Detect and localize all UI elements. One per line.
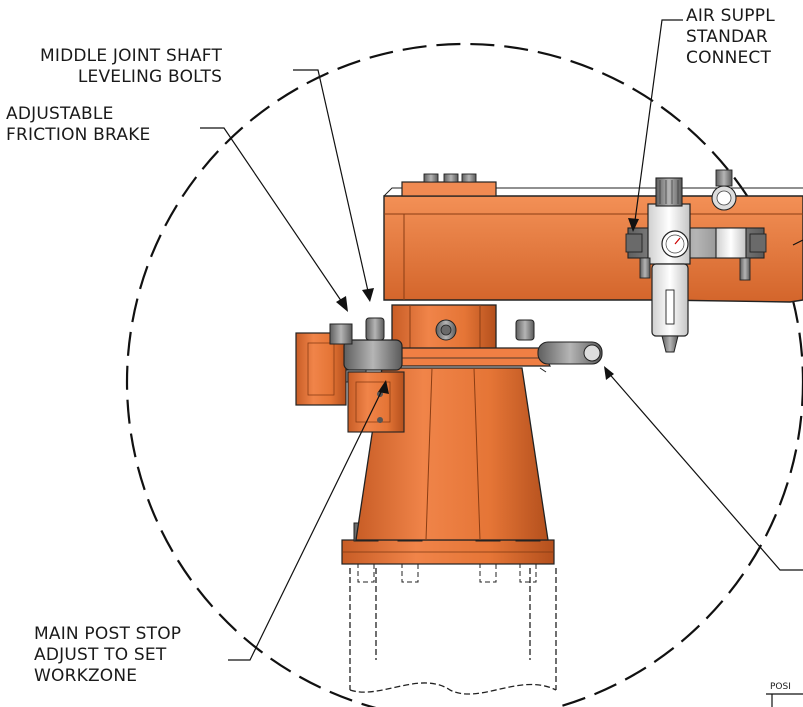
- callout-main-post-stop: MAIN POST STOP ADJUST TO SET WORKZONE: [34, 624, 181, 687]
- table-header-fragment: POSI: [770, 682, 791, 692]
- top-cap: [401, 173, 497, 197]
- callout-line: ADJUSTABLE: [6, 104, 114, 124]
- callout-middle-joint-shaft: MIDDLE JOINT SHAFT LEVELING BOLTS: [40, 46, 222, 88]
- friction-brake: [295, 317, 405, 433]
- callout-friction-brake: ADJUSTABLE FRICTION BRAKE: [6, 104, 150, 146]
- callout-air-supply: AIR SUPPL STANDAR CONNECT: [686, 6, 775, 69]
- callout-line: STANDAR: [686, 27, 768, 47]
- callout-line: LEVELING BOLTS: [77, 67, 223, 87]
- air-regulator: [625, 169, 767, 353]
- callout-line: WORKZONE: [34, 666, 138, 686]
- stop-arm: [537, 341, 603, 373]
- callout-line: MIDDLE JOINT SHAFT: [40, 46, 223, 66]
- detail-circle: [126, 43, 803, 707]
- table-fragment: [766, 693, 803, 707]
- lower-post-outline: [349, 568, 557, 695]
- leader-arrowheads: [336, 218, 639, 394]
- callout-line: FRICTION BRAKE: [6, 125, 151, 145]
- callout-line: CONNECT: [686, 48, 772, 68]
- callout-line: ADJUST TO SET: [34, 645, 167, 665]
- leader-lines: [200, 19, 803, 661]
- callout-line: MAIN POST STOP: [34, 624, 182, 644]
- callout-line: AIR SUPPL: [686, 6, 775, 26]
- arm-box: [383, 187, 803, 303]
